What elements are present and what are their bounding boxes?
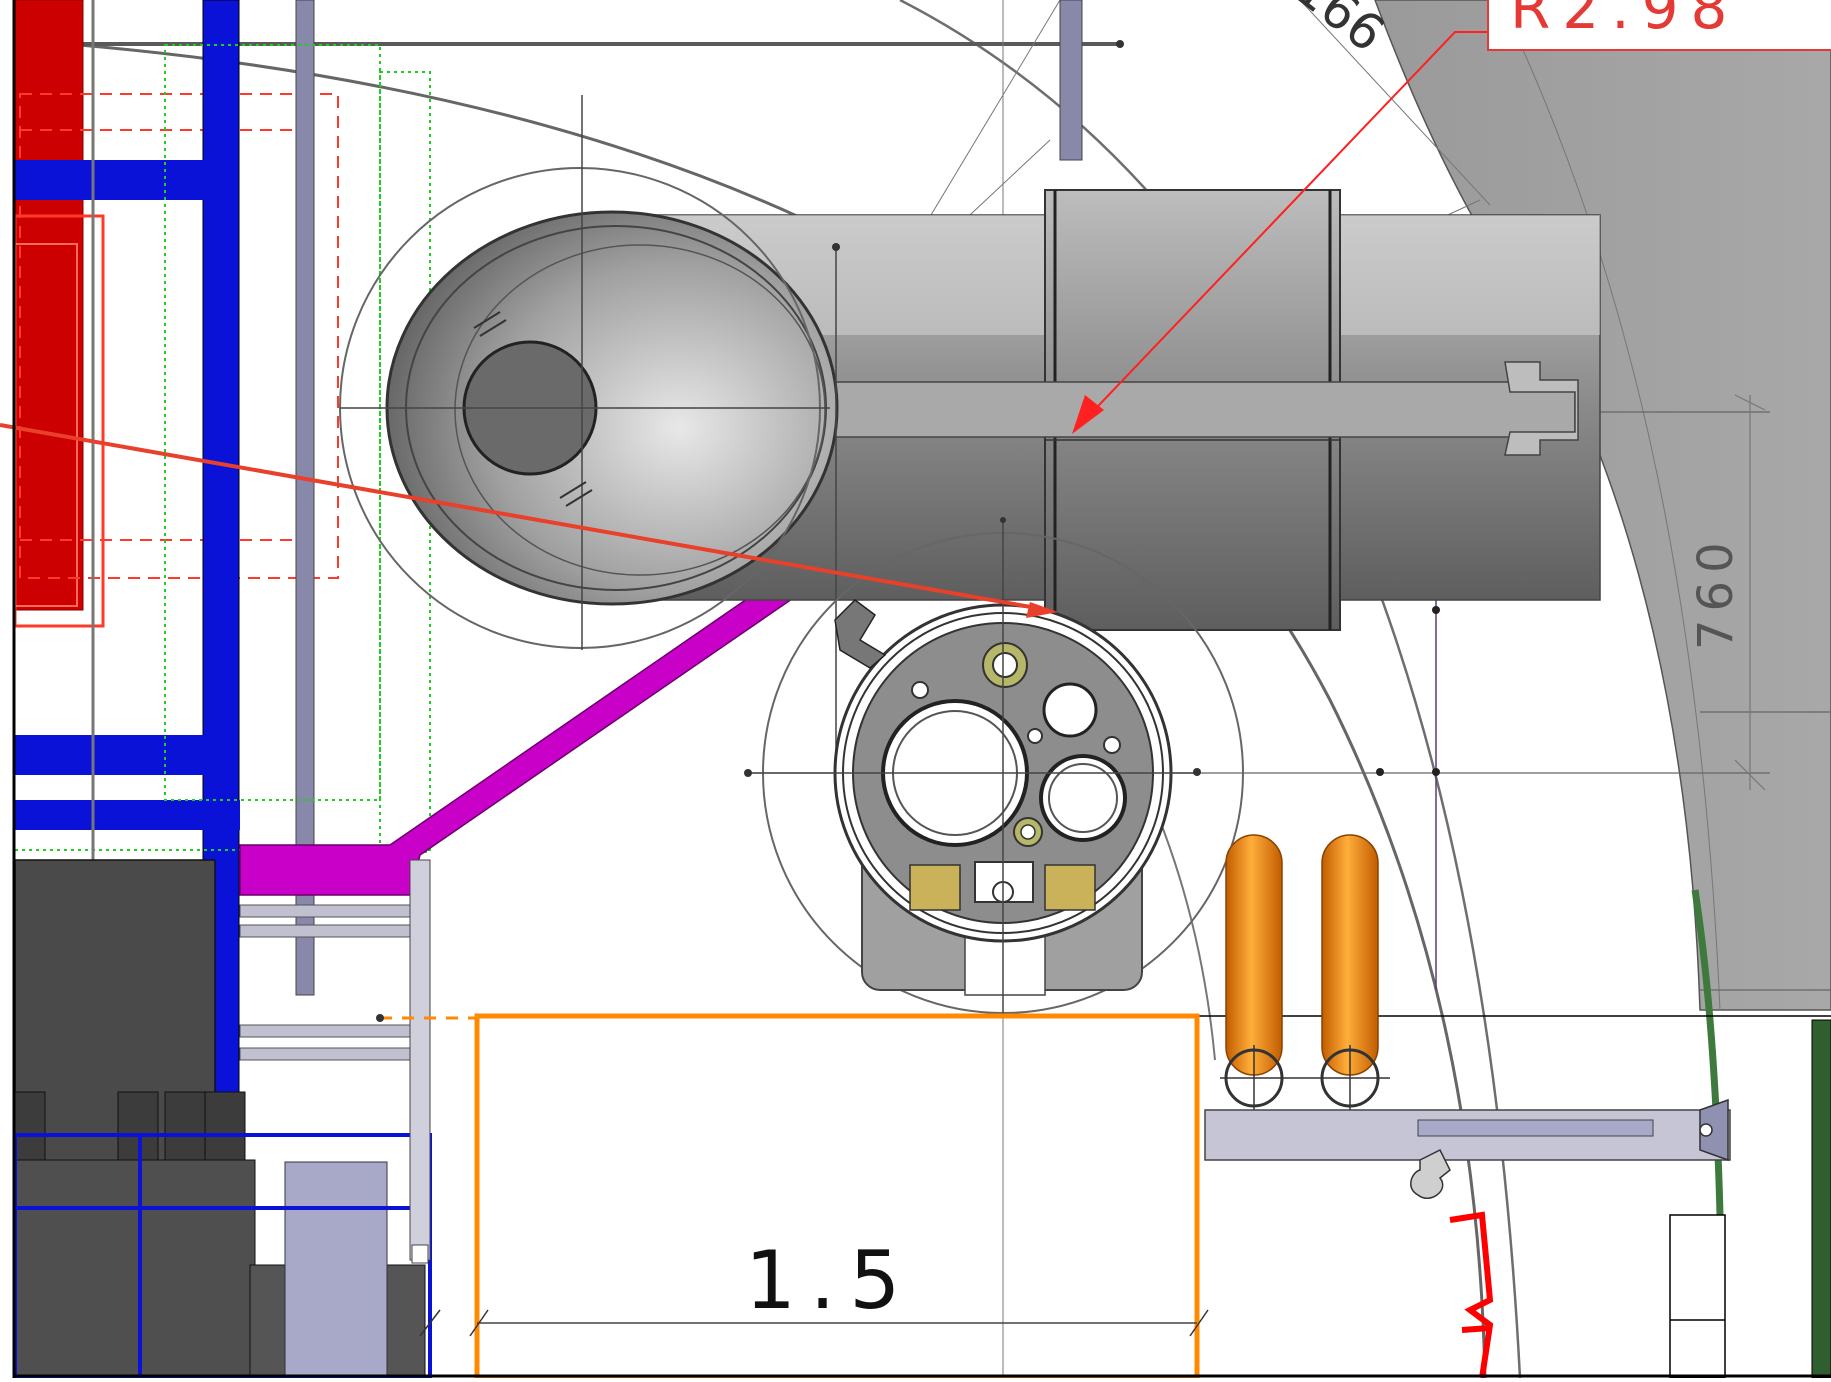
dimension-tick — [1189, 1309, 1209, 1337]
dark-block — [14, 1159, 256, 1379]
dimension-tick — [1734, 394, 1766, 411]
shaft-end-fitting — [1504, 361, 1579, 456]
orange-tank — [1321, 834, 1379, 1076]
bracket-end — [1699, 1098, 1729, 1162]
construction-node — [1000, 517, 1006, 523]
radius-label: R2.98 — [1510, 0, 1739, 42]
radius-label-box — [1487, 0, 1831, 51]
hatch-mark — [559, 481, 587, 499]
flange-bracket — [834, 599, 887, 669]
blue-beam — [15, 735, 205, 775]
flange-bolt — [1027, 728, 1043, 744]
flange-bolt — [1103, 736, 1121, 754]
purple-support — [1059, 0, 1083, 161]
grey-rail — [239, 1047, 431, 1061]
guide-node — [1432, 606, 1440, 614]
ladder-post — [409, 859, 431, 1261]
flange-bolt — [911, 681, 929, 699]
dimension-tick — [419, 1309, 441, 1337]
hatch-mark — [479, 319, 507, 337]
radius-leader — [1079, 31, 1488, 426]
magenta-strut — [239, 589, 808, 896]
construction-node — [376, 1014, 384, 1022]
inner-shaft — [714, 381, 1576, 438]
hatch-mark — [473, 311, 501, 329]
red-structure-block — [14, 0, 84, 611]
hatch-mark — [565, 489, 593, 507]
blue-beam — [15, 160, 205, 200]
grey-rail — [239, 904, 431, 918]
flange-top-port-inner — [992, 652, 1018, 678]
vertical-dimension-label: 760 — [1688, 534, 1744, 650]
construction-node — [1193, 768, 1201, 776]
guide-node — [1376, 768, 1384, 776]
radius-arrow — [1072, 395, 1104, 434]
pipe-end-inner — [454, 244, 826, 576]
orange-tank — [1225, 834, 1283, 1076]
right-wall-column — [1811, 1019, 1831, 1379]
flange-medium-port-inner — [1048, 763, 1118, 833]
dimension-tick — [1734, 759, 1766, 791]
red-bracket — [1449, 1211, 1494, 1379]
annotation-leader — [0, 423, 1049, 612]
width-dimension-label: 1.5 — [745, 1234, 914, 1327]
construction-node — [1116, 40, 1124, 48]
wall-inner-edge — [1499, 0, 1721, 1011]
bracket-pin — [1699, 1123, 1713, 1137]
ladder-post-small — [411, 1244, 429, 1264]
lavender-block — [284, 1161, 388, 1379]
flange-bottom-port-inner — [1020, 824, 1036, 840]
side-panel — [1669, 1214, 1726, 1379]
tank-support-inner — [1417, 1119, 1654, 1137]
lamp-fixture — [1410, 1148, 1451, 1199]
guide-node — [1432, 768, 1440, 776]
construction-node — [832, 243, 840, 251]
flange-small-port — [1042, 682, 1098, 738]
red-dashed-envelope — [19, 93, 339, 579]
green-clearance — [164, 44, 381, 801]
grey-rail — [239, 1024, 431, 1038]
annotation-arrow — [1026, 602, 1058, 618]
dimension-tick — [469, 1309, 489, 1337]
purple-support — [295, 0, 315, 996]
flange-clamp-bottom — [909, 864, 1096, 911]
grey-rail — [239, 924, 431, 938]
construction-node — [744, 769, 752, 777]
blue-beam — [15, 800, 240, 830]
construction-line-diagonal — [1299, 0, 1491, 206]
